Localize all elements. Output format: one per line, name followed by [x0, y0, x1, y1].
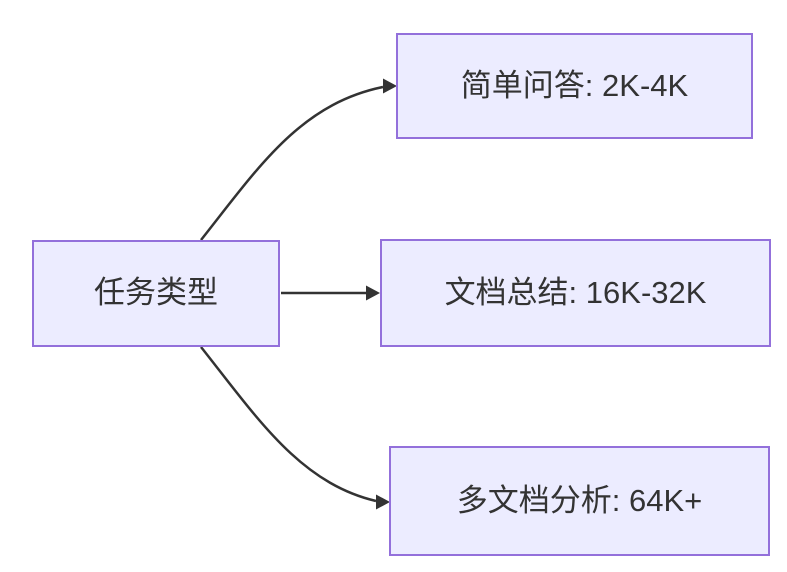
- edge-root-to-simple-qa: [200, 85, 384, 241]
- node-multi-doc-analysis: 多文档分析: 64K+: [389, 446, 770, 556]
- edge-arrowhead-multi-doc: [376, 494, 390, 510]
- edge-arrowhead-doc-summary: [366, 285, 380, 301]
- edge-arrowhead-simple-qa: [383, 78, 397, 94]
- edge-root-to-multi-doc: [200, 346, 377, 503]
- node-doc-summary-label: 文档总结: 16K-32K: [444, 274, 707, 310]
- node-task-type: 任务类型: [32, 240, 280, 347]
- node-doc-summary: 文档总结: 16K-32K: [380, 239, 771, 347]
- node-simple-qa-label: 简单问答: 2K-4K: [460, 67, 689, 103]
- node-multi-doc-analysis-label: 多文档分析: 64K+: [456, 482, 703, 518]
- node-task-type-label: 任务类型: [94, 275, 218, 311]
- node-simple-qa: 简单问答: 2K-4K: [396, 33, 753, 139]
